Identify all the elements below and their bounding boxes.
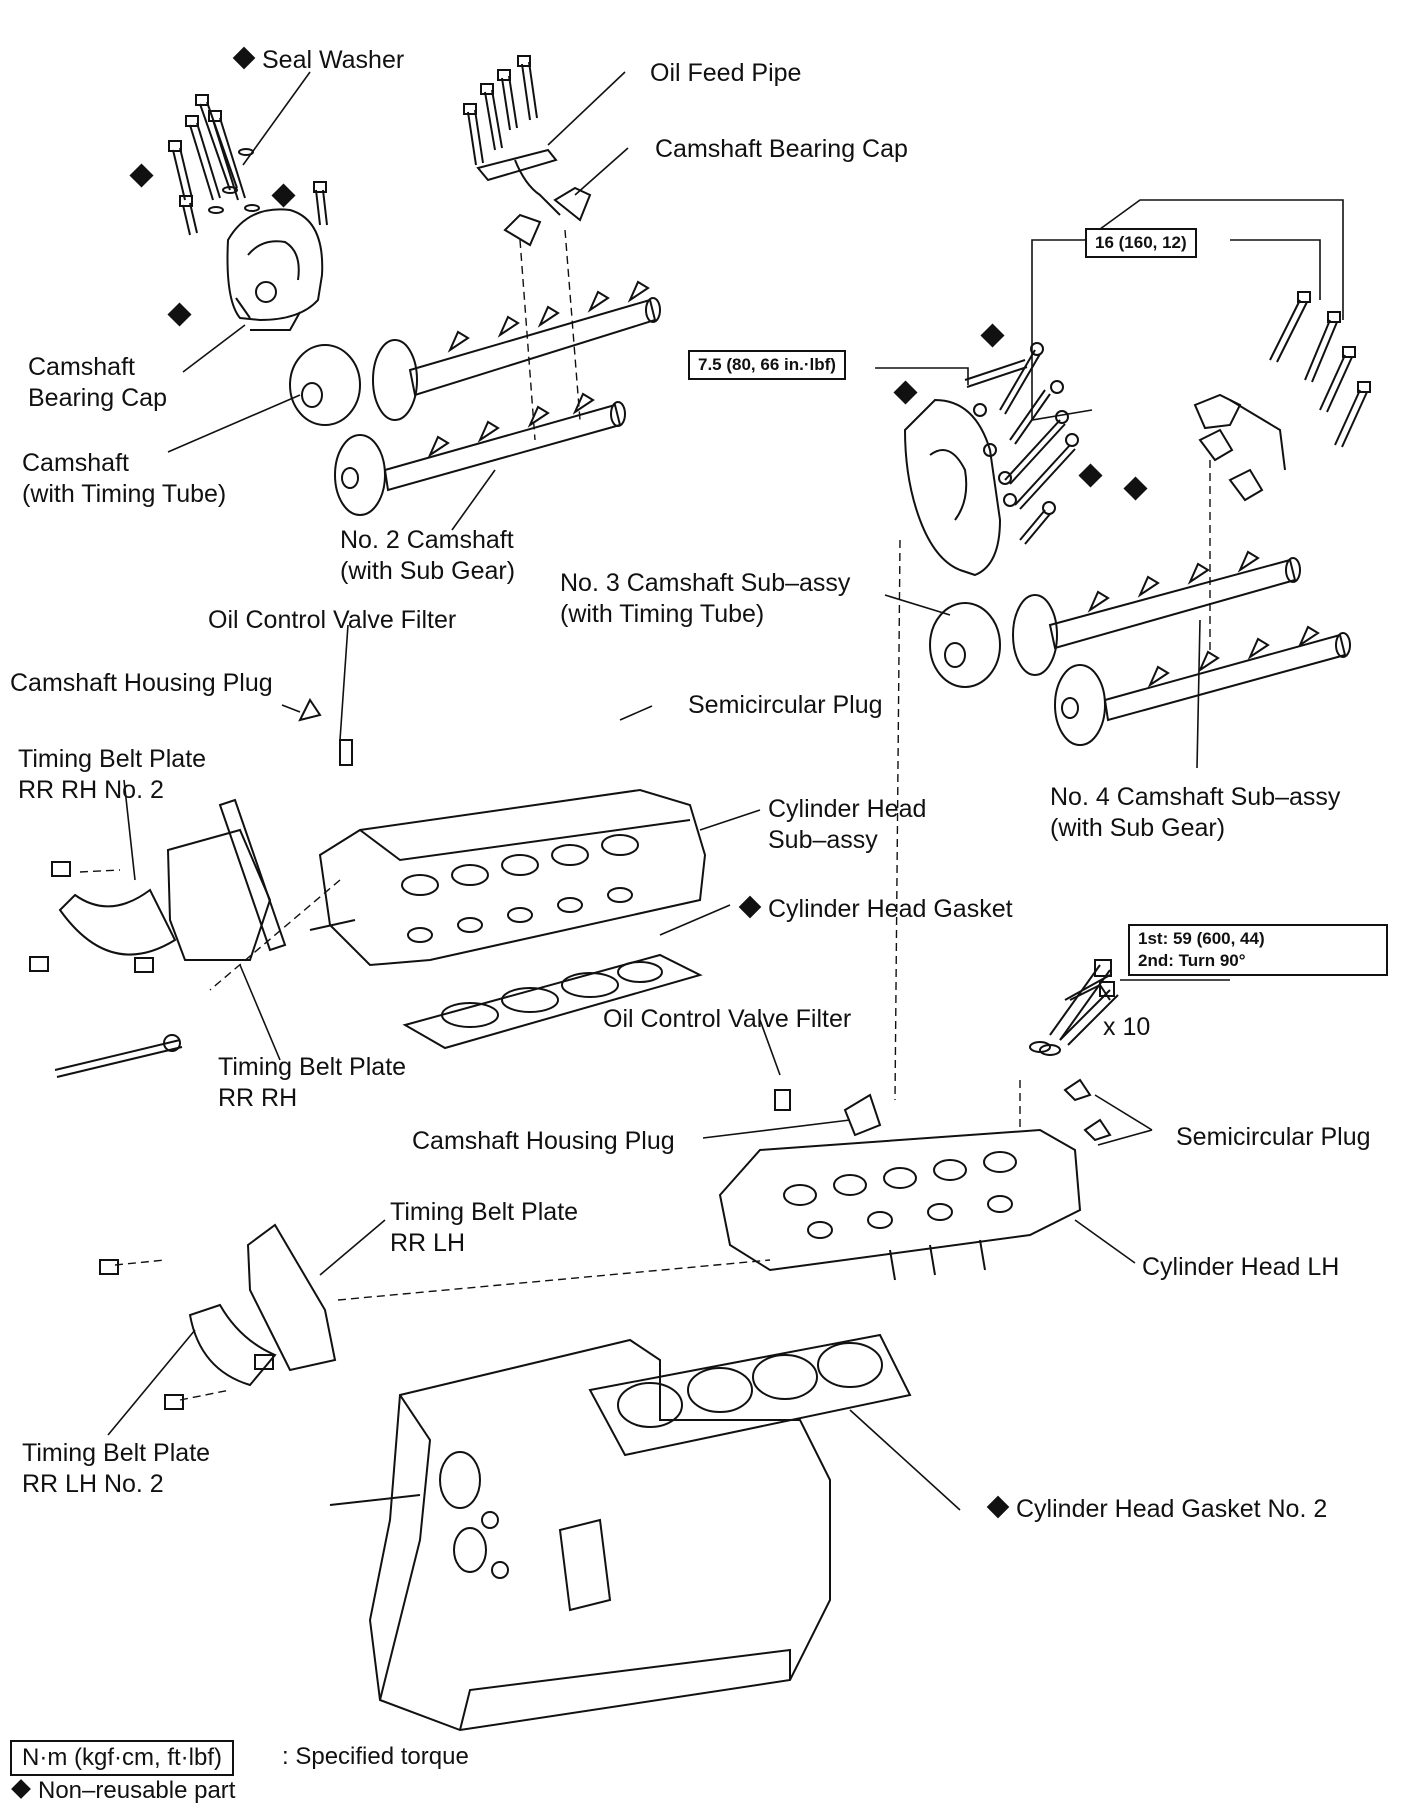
diamond-icon <box>738 895 762 919</box>
bearing-cap-rh-rear-drawing <box>903 342 1079 577</box>
diamond-icon <box>11 1779 31 1799</box>
bearing-cap-lh-front-drawing <box>226 208 324 331</box>
label-no3-camshaft-line2: (with Timing Tube) <box>560 600 765 628</box>
label-cyl-head-gasket-no2: Cylinder Head Gasket No. 2 <box>986 1494 1327 1525</box>
label-tbp-rr-lh-line1: Timing Belt Plate <box>390 1198 579 1226</box>
alignment-dashes <box>79 229 1211 1401</box>
cylinder-head-gasket-lh-drawing <box>588 1333 912 1457</box>
torque-box-16: 16 (160, 12) <box>1085 228 1197 258</box>
diamond-icon <box>986 1495 1010 1519</box>
label-camshaft-bearing-cap-left-line2: Bearing Cap <box>28 384 167 412</box>
label-cyl-head-lh: Cylinder Head LH <box>1142 1253 1340 1281</box>
legend-unit-box: N·m (kgf·cm, ft·lbf) <box>10 1740 234 1776</box>
torque-59-line1: 1st: 59 (600, 44) <box>1138 929 1265 948</box>
label-tbp-rr-rh-no2-line1: Timing Belt Plate <box>18 745 207 773</box>
label-camshaft-line1: Camshaft <box>22 449 129 477</box>
engine-block-drawing <box>329 1338 831 1732</box>
no2-camshaft-drawing <box>334 392 626 516</box>
legend-nonreusable: Non–reusable part <box>11 1776 235 1806</box>
torque-callout-lines <box>875 199 1344 981</box>
legend-unit-desc: : Specified torque <box>282 1743 469 1770</box>
label-no4-camshaft-line2: (with Sub Gear) <box>1050 814 1226 842</box>
cylinder-head-rh-drawing <box>298 698 707 967</box>
label-oil-feed-pipe: Oil Feed Pipe <box>650 59 802 87</box>
label-no3-camshaft-line1: No. 3 Camshaft Sub–assy <box>560 569 851 597</box>
torque-box-59: 1st: 59 (600, 44) 2nd: Turn 90° <box>1128 924 1388 976</box>
diamond-icon <box>232 46 256 70</box>
label-tbp-rr-rh-line1: Timing Belt Plate <box>218 1053 407 1081</box>
no3-camshaft-drawing <box>929 550 1301 688</box>
label-no2-camshaft-line1: No. 2 Camshaft <box>340 526 514 554</box>
leader-lines <box>107 71 1201 1511</box>
torque-59-line2: 2nd: Turn 90° <box>1138 951 1246 970</box>
label-cyl-head-subassy-line1: Cylinder Head <box>768 795 927 823</box>
label-tbp-rr-rh-no2-line2: RR RH No. 2 <box>18 776 164 804</box>
label-tbp-rr-lh-line2: RR LH <box>390 1229 466 1257</box>
label-camshaft-bearing-cap-left-line1: Camshaft <box>28 353 135 381</box>
label-seal-washer: Seal Washer <box>232 45 404 76</box>
oil-feed-pipe-drawing <box>463 55 592 247</box>
no4-camshaft-drawing <box>1054 625 1351 746</box>
label-no2-camshaft-line2: (with Sub Gear) <box>340 557 516 585</box>
label-housing-plug-top: Camshaft Housing Plug <box>10 669 273 697</box>
label-no4-camshaft-line1: No. 4 Camshaft Sub–assy <box>1050 783 1341 811</box>
label-ocv-filter-top: Oil Control Valve Filter <box>208 606 457 634</box>
cylinder-head-gasket-rh-drawing <box>402 953 703 1050</box>
label-semicircular-plug-mid: Semicircular Plug <box>1176 1123 1371 1151</box>
label-tbp-rr-lh-no2-line1: Timing Belt Plate <box>22 1439 211 1467</box>
label-tbp-rr-lh-no2-line2: RR LH No. 2 <box>22 1470 164 1498</box>
label-cyl-head-gasket: Cylinder Head Gasket <box>738 894 1013 925</box>
camshaft-rh-drawing <box>289 280 661 426</box>
label-times-ten: x 10 <box>1103 1013 1151 1041</box>
bolt-group-top-left <box>168 94 328 236</box>
head-bolt-drawing <box>1029 959 1112 1053</box>
label-cyl-head-subassy-line2: Sub–assy <box>768 826 878 854</box>
label-camshaft-line2: (with Timing Tube) <box>22 480 227 508</box>
timing-belt-plate-rr-rh-drawing <box>29 798 287 1078</box>
bearing-cap-rh-right-drawing <box>1193 291 1371 502</box>
label-housing-plug-mid: Camshaft Housing Plug <box>412 1127 675 1155</box>
timing-belt-plate-rr-lh-drawing <box>99 1223 337 1410</box>
label-tbp-rr-rh-line2: RR RH <box>218 1084 298 1112</box>
torque-box-7-5: 7.5 (80, 66 in.·lbf) <box>688 350 846 380</box>
label-ocv-filter-mid: Oil Control Valve Filter <box>603 1005 852 1033</box>
label-camshaft-bearing-cap-top: Camshaft Bearing Cap <box>655 135 908 163</box>
label-semicircular-plug-top: Semicircular Plug <box>688 691 883 719</box>
